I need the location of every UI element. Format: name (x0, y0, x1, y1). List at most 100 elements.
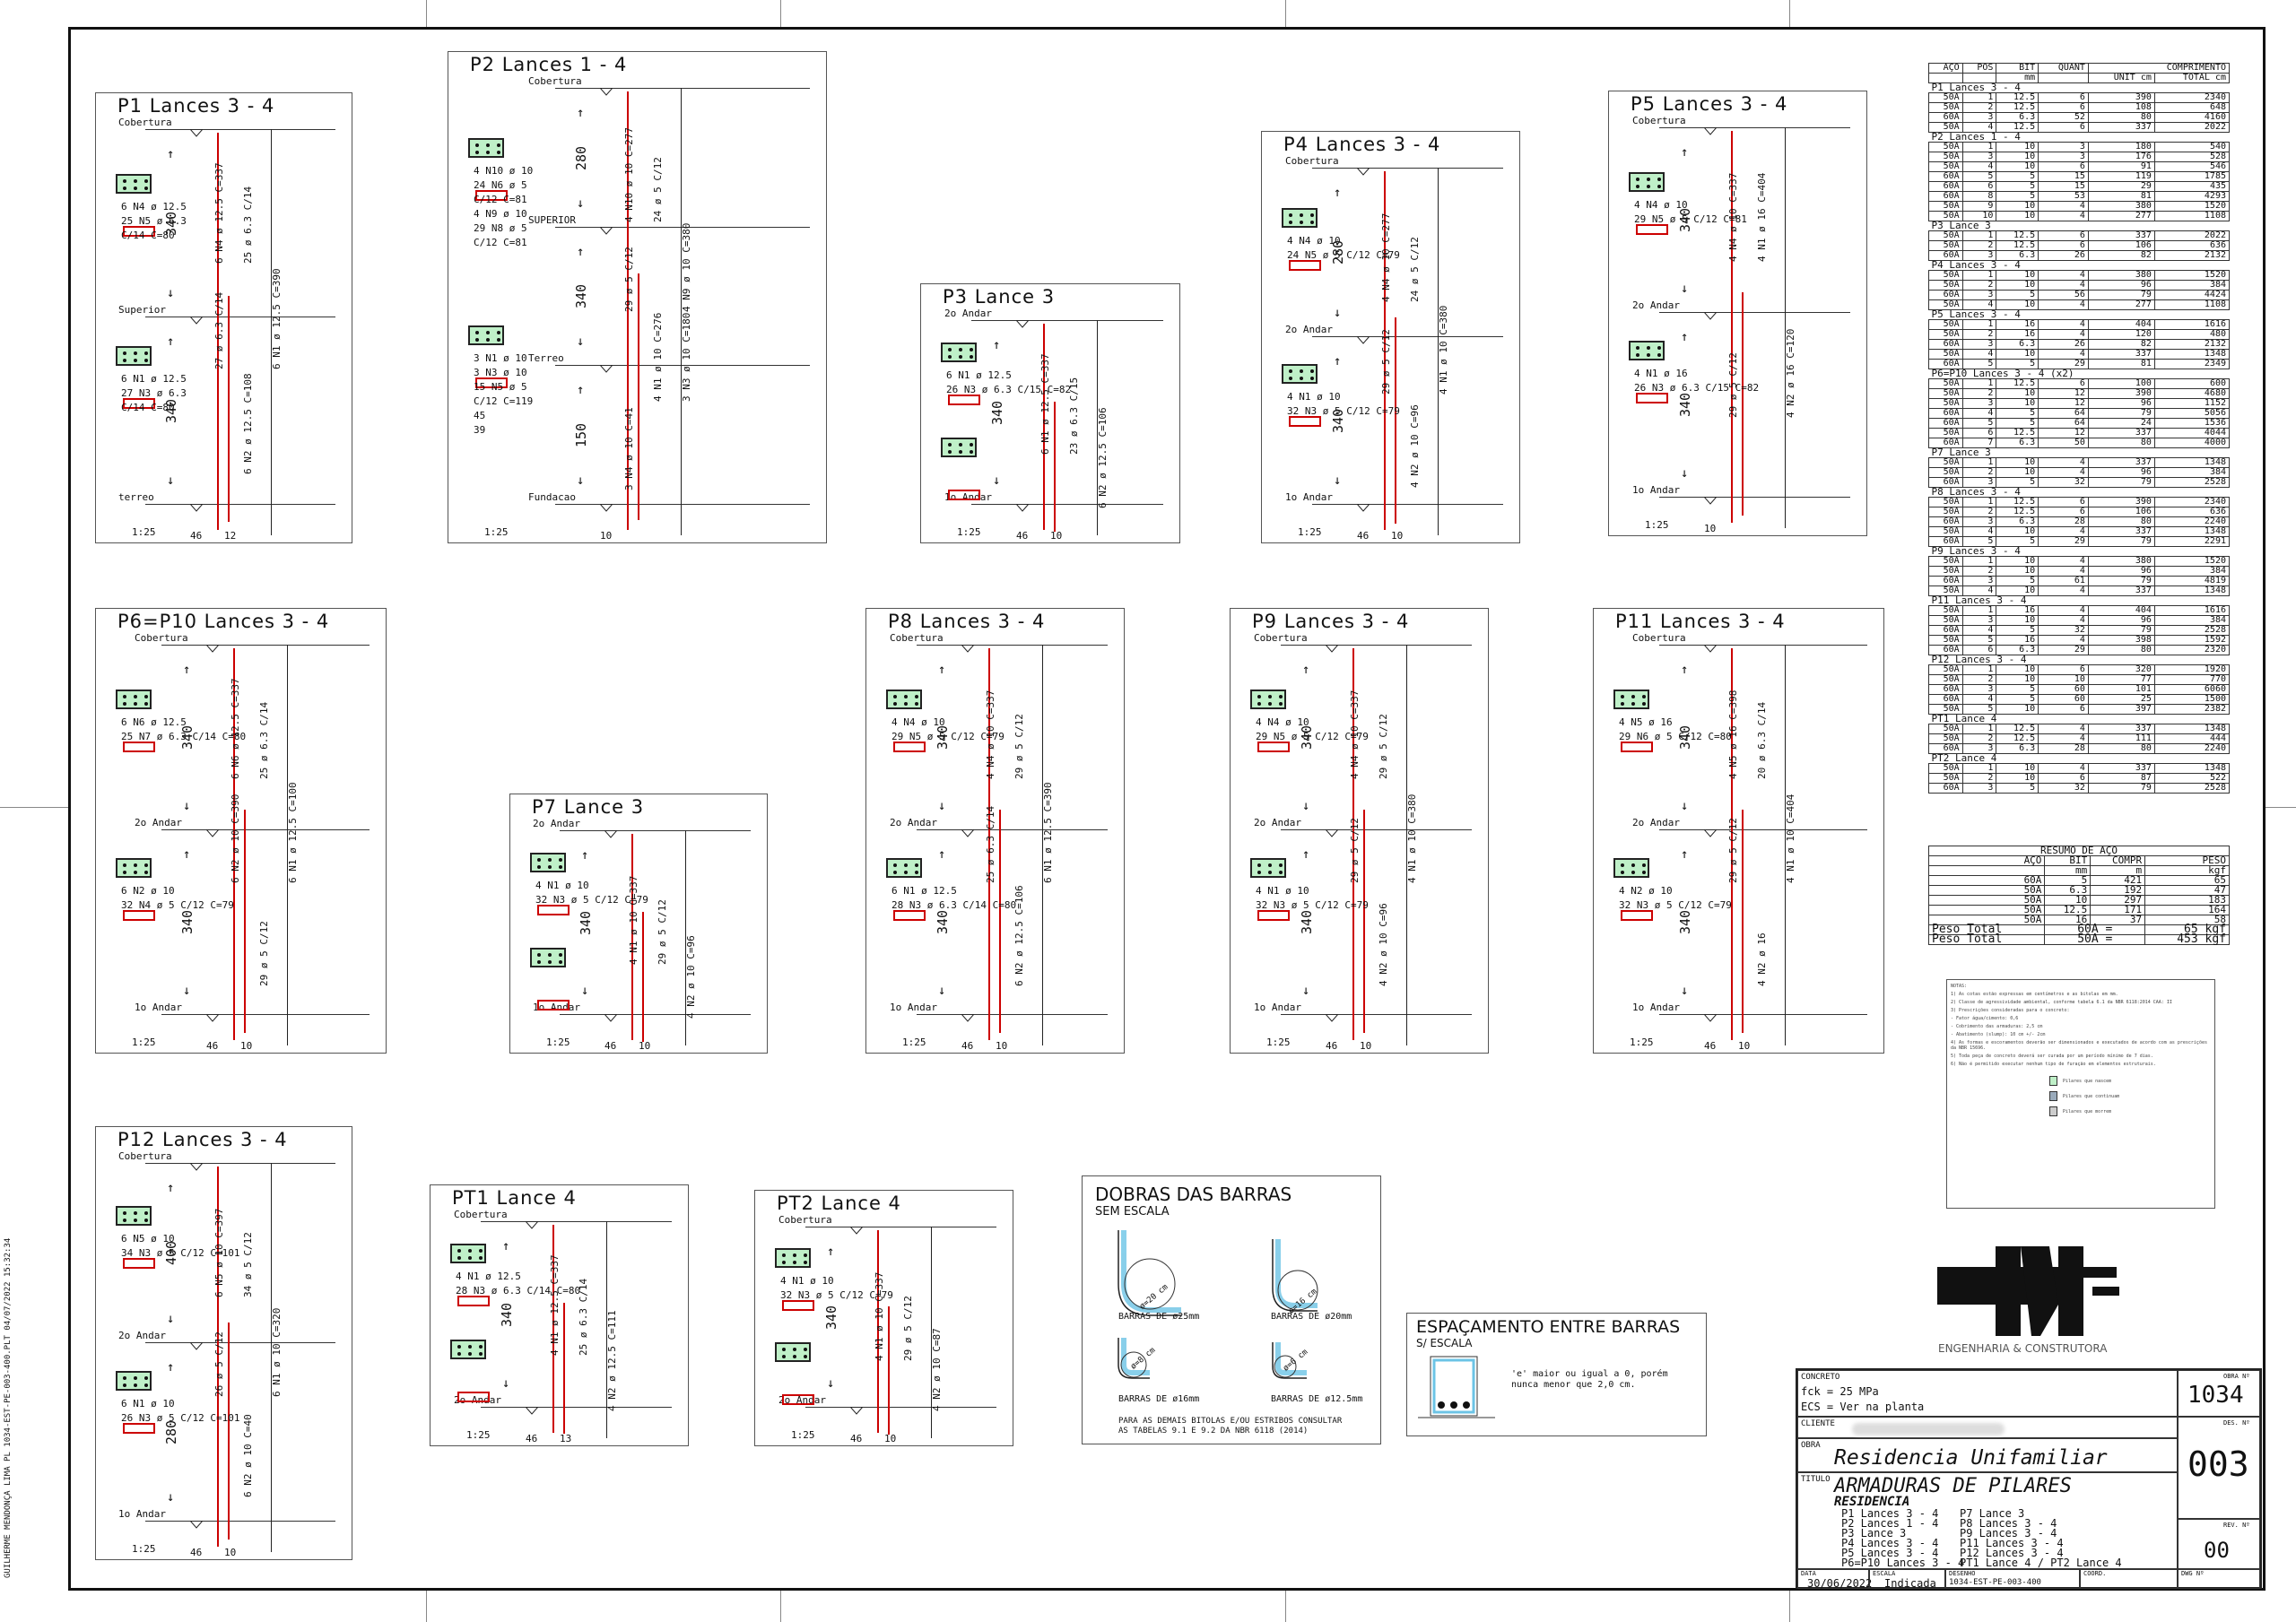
table-cell: 9 (1961, 201, 1997, 212)
level-line (145, 129, 335, 130)
table-cell: 2132 (2153, 339, 2231, 350)
table-cell: 10 (1996, 280, 2039, 291)
table-cell: 15 (2038, 181, 2089, 192)
rebar-label: 6 N2 ø 10 C=40 (242, 1414, 254, 1497)
level-line (1659, 497, 1850, 498)
level-label: Cobertura (118, 1150, 172, 1162)
table-cell: 1616 (2153, 605, 2231, 616)
tb-rev-label: REV. Nº (2223, 1522, 2250, 1529)
tb-data: DATA 30/06/2022 (1797, 1569, 1872, 1590)
level-label: 1o Andar (1632, 1002, 1680, 1013)
table-cell: 4 (2038, 526, 2089, 537)
level-marker-icon (1016, 504, 1029, 512)
table-cell: 50A (1928, 507, 1963, 517)
height-dimension: 280 (573, 145, 589, 170)
rebar-label: 4 N10 ø 10 C=277 (623, 127, 635, 222)
height-dimension: 340 (499, 1302, 515, 1327)
table-cell: 277 (2087, 211, 2155, 221)
column-section (886, 858, 922, 878)
rebar-note: 4 N1 ø 12.5 (456, 1271, 521, 1282)
table-cell: 4 (2038, 270, 2089, 281)
table-cell: 91 (2087, 161, 2155, 172)
stirrup-shape (475, 377, 508, 388)
table-cell: 50A (1928, 201, 1963, 212)
table-cell: 3 (1961, 339, 1997, 350)
level-marker-icon (1357, 168, 1370, 176)
arrow-down-icon: ↓ (183, 984, 191, 998)
table-cell: 32 (2038, 783, 2089, 794)
table-cell: 10 (1996, 142, 2039, 152)
arrow-down-icon: ↓ (1302, 799, 1310, 813)
table-cell: 96 (2087, 280, 2155, 291)
stirrup-line (931, 1227, 932, 1438)
table-cell: 4 (2038, 585, 2089, 596)
level-label: 2o Andar (890, 817, 937, 828)
tb-cliente-label: CLIENTE (1801, 1419, 1835, 1428)
rebar-note: 27 N3 ø 6.3 (121, 387, 187, 399)
secondary-rebar-line (228, 1323, 230, 1540)
table-cell: 79 (2087, 625, 2155, 636)
level-label: 2o Andar (1285, 324, 1333, 335)
level-marker-icon (1704, 127, 1717, 135)
table-cell: 6 (2038, 161, 2089, 172)
tb-obra-label: OBRA (1801, 1441, 1821, 1450)
rebar-note: 28 N3 ø 6.3 C/14 C=80 (891, 899, 1017, 911)
rebar-note: 6 N6 ø 12.5 (121, 716, 187, 728)
tb-titulo-label: TITULO (1801, 1475, 1831, 1484)
arrow-up-icon: ↑ (183, 663, 191, 677)
level-line (1659, 645, 1867, 646)
level-line (917, 1014, 1108, 1015)
table-cell: 10 (1996, 161, 2039, 172)
rebar-label: 6 N4 ø 12.5 C=337 (213, 162, 225, 264)
rebar-note: 29 N6 ø 5 C/12 C=80 (1619, 731, 1732, 742)
dobras-subtitle: SEM ESCALA (1095, 1205, 1170, 1219)
table-cell: 10 (1996, 615, 2039, 626)
level-label: 1o Andar (890, 1002, 937, 1013)
secondary-rebar-line (1742, 292, 1744, 516)
column-section (1629, 341, 1665, 360)
table-cell: 4 (1961, 625, 1997, 636)
level-line (161, 1014, 370, 1015)
rebar-note: 6 N1 ø 12.5 (946, 369, 1012, 381)
table-cell: 32 (2038, 625, 2089, 636)
note-line: - Abatimento (slump): 10 cm +/- 2cm (1951, 1032, 2046, 1037)
panel-scale: 1:25 (1266, 1037, 1291, 1048)
table-cell: 337 (2087, 230, 2155, 241)
level-marker-icon (190, 129, 203, 137)
stirrup-shape (1636, 224, 1668, 235)
panel-scale: 1:25 (484, 526, 509, 538)
legend-label: Pilares que nascem (2063, 1078, 2112, 1084)
secondary-rebar-line (1742, 810, 1744, 1033)
legend-label: Pilares que morrem (2063, 1108, 2112, 1115)
table-cell: 10 (1996, 388, 2039, 399)
table-cell: 5 (1996, 418, 2039, 429)
table-cell: 77 (2087, 674, 2155, 685)
stirrup-shape (457, 1392, 490, 1402)
table-cell: 384 (2153, 467, 2231, 478)
table-cell: 60A (1928, 625, 1963, 636)
table-cell: 24 (2087, 418, 2155, 429)
rebar-note: 29 N5 ø 5 C/12 C=79 (1256, 731, 1369, 742)
stirrup-shape (537, 1000, 570, 1010)
steel-group-title: P12 Lances 3 - 4 (1928, 655, 2230, 665)
note-line: NOTAS: (1951, 984, 1968, 989)
legend-item: Pilares que continuam (2049, 1091, 2211, 1101)
tb-obra-n-value: 1034 (2187, 1382, 2244, 1409)
table-cell: 50A (1928, 398, 1963, 409)
table-cell: 6 (2038, 230, 2089, 241)
table-cell: 50A (1928, 556, 1963, 567)
stirrup-shape (893, 910, 926, 921)
table-cell: 50A (1928, 635, 1963, 646)
border-tick (0, 807, 68, 808)
table-cell: 337 (2087, 349, 2155, 360)
rebar-label: 4 N1 ø 10 C=404 (1785, 794, 1796, 883)
arrow-down-icon: ↓ (577, 334, 585, 349)
dobras-title: DOBRAS DAS BARRAS (1095, 1184, 1292, 1205)
th-bit: BIT (1996, 63, 2039, 74)
